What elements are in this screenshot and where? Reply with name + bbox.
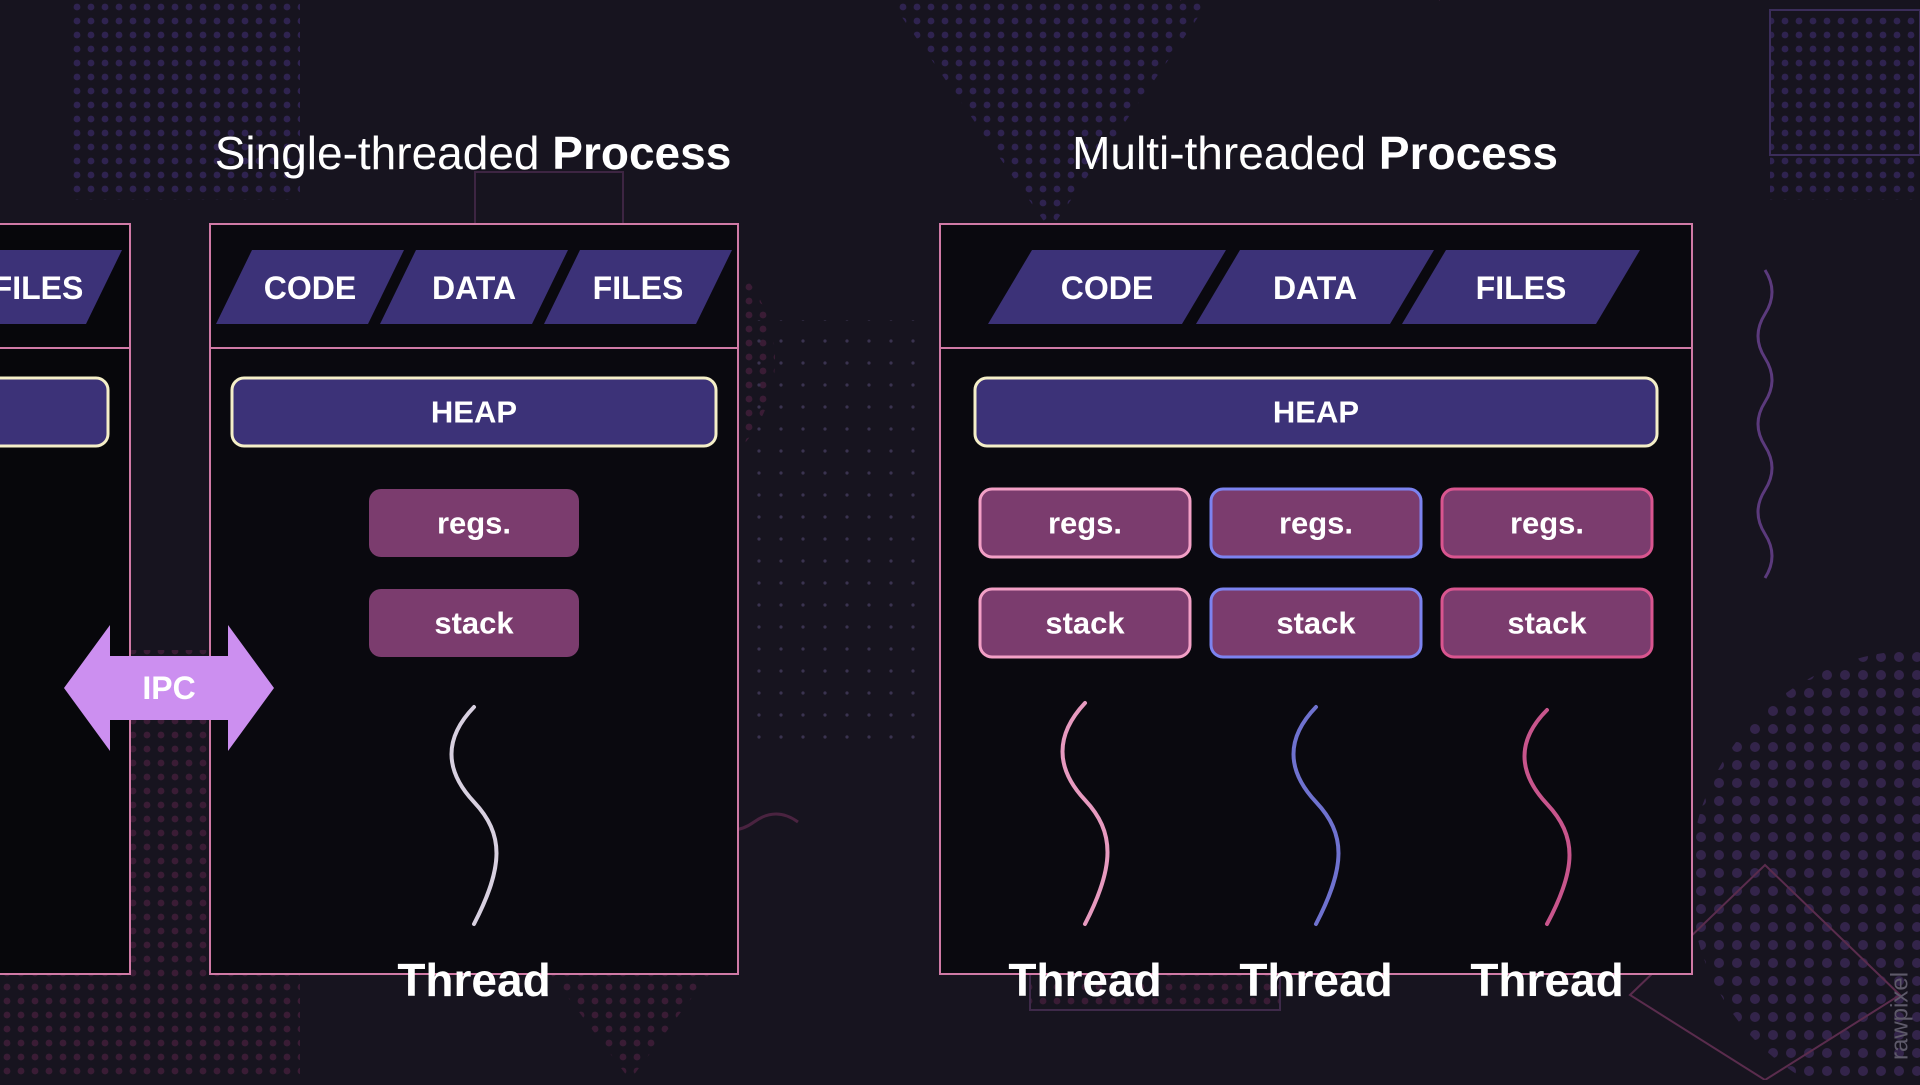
multi-code-segment: CODE xyxy=(988,250,1226,324)
single-thread-squiggle xyxy=(449,705,499,926)
thread-1-regs-label: regs. xyxy=(1048,506,1122,541)
partial-files-segment: FILES xyxy=(0,250,122,324)
single-files-shape xyxy=(544,250,732,324)
multi-threaded-title: Multi-threaded Process xyxy=(1072,127,1558,179)
single-thread-label: Thread xyxy=(397,954,550,1006)
thread-column-3: regs. stack Thread xyxy=(1440,487,1654,1006)
single-title-light: Single-threaded xyxy=(215,127,553,179)
thread-2-squiggle xyxy=(1291,705,1341,926)
multi-heap-label: HEAP xyxy=(1273,395,1359,430)
single-stack: stack xyxy=(369,589,579,657)
thread-3-stack-label: stack xyxy=(1507,606,1587,641)
multi-title-bold: Process xyxy=(1379,127,1558,179)
single-data-label: DATA xyxy=(432,270,516,306)
single-files-segment: FILES xyxy=(544,250,732,324)
multi-data-shape xyxy=(1196,250,1434,324)
single-stack-box xyxy=(369,589,579,657)
thread-column-1: regs. stack Thread xyxy=(978,487,1192,1006)
squiggle-right xyxy=(1756,269,1774,579)
multi-title-light: Multi-threaded xyxy=(1072,127,1379,179)
watermark-text: rawpixel xyxy=(1887,972,1914,1060)
thread-1-stack-box xyxy=(978,587,1192,659)
partial-heap-box xyxy=(0,376,110,448)
single-threaded-title: Single-threaded Process xyxy=(215,127,732,179)
single-heap-label: HEAP xyxy=(431,395,517,430)
partial-process-panel xyxy=(0,223,131,975)
dot-pattern-top-right xyxy=(1770,10,1920,200)
single-stack-label: stack xyxy=(434,606,514,641)
multi-data-segment: DATA xyxy=(1196,250,1434,324)
thread-3-squiggle xyxy=(1522,708,1572,926)
partial-files-shape xyxy=(0,250,122,324)
thread-2-regs-box xyxy=(1209,487,1423,559)
dot-field-center xyxy=(740,320,920,740)
single-heap: HEAP xyxy=(230,376,718,448)
dot-pattern-top-left xyxy=(70,0,300,200)
ipc-arrow: IPC xyxy=(64,625,274,751)
dot-triangle-top xyxy=(890,0,1210,230)
dot-circle-bottom-right xyxy=(1690,650,1920,1085)
multi-code-label: CODE xyxy=(1061,270,1153,306)
single-code-label: CODE xyxy=(264,270,356,306)
single-regs-box xyxy=(369,489,579,557)
multi-data-label: DATA xyxy=(1273,270,1357,306)
partial-files-label: FILES xyxy=(0,270,83,306)
thread-3-label: Thread xyxy=(1470,954,1623,1006)
thread-3-regs-label: regs. xyxy=(1510,506,1584,541)
single-title-bold: Process xyxy=(552,127,731,179)
multi-threaded-section: Multi-threaded Process CODE DATA FILES H… xyxy=(939,127,1693,1006)
thread-3-regs-box xyxy=(1440,487,1654,559)
outline-square-top-right xyxy=(1769,9,1920,156)
thread-1-label: Thread xyxy=(1008,954,1161,1006)
dot-triangle-bottom xyxy=(540,960,720,1080)
multi-files-segment: FILES xyxy=(1402,250,1640,324)
multi-heap: HEAP xyxy=(973,376,1659,448)
single-code-shape xyxy=(216,250,404,324)
thread-3-stack-box xyxy=(1440,587,1654,659)
multi-files-shape xyxy=(1402,250,1640,324)
thread-1-regs-box xyxy=(978,487,1192,559)
single-regs-label: regs. xyxy=(437,506,511,541)
single-heap-box xyxy=(230,376,718,448)
thread-2-stack-label: stack xyxy=(1276,606,1356,641)
single-code-segment: CODE xyxy=(216,250,404,324)
thread-2-label: Thread xyxy=(1239,954,1392,1006)
single-threaded-section: Single-threaded Process CODE DATA FILES … xyxy=(209,127,739,1006)
single-files-label: FILES xyxy=(593,270,684,306)
single-data-segment: DATA xyxy=(380,250,568,324)
thread-2-stack-box xyxy=(1209,587,1423,659)
ipc-label: IPC xyxy=(142,670,195,706)
ipc-double-arrow xyxy=(64,625,274,751)
single-regs: regs. xyxy=(369,489,579,557)
thread-2-regs-label: regs. xyxy=(1279,506,1353,541)
multi-files-label: FILES xyxy=(1476,270,1567,306)
multi-code-shape xyxy=(988,250,1226,324)
thread-column-2: regs. stack Thread xyxy=(1209,487,1423,1006)
single-data-shape xyxy=(380,250,568,324)
partial-process-left: FILES xyxy=(0,223,131,975)
thread-1-stack-label: stack xyxy=(1045,606,1125,641)
thread-1-squiggle xyxy=(1060,701,1110,926)
multi-heap-box xyxy=(973,376,1659,448)
